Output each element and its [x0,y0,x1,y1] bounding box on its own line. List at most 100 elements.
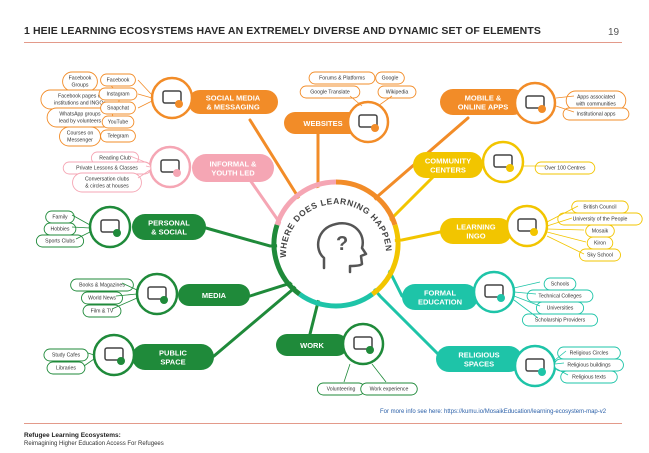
connector-personal [71,214,91,240]
category-pill-social [188,90,278,114]
subitem-websites-1: Google [375,71,405,85]
connector-informal [129,155,151,179]
category-title-public: SPACE [160,358,185,367]
category-title-community: CENTERS [430,166,466,175]
subitem-label: Volunteering [327,387,356,393]
subitem-label: Universities [547,306,574,312]
subitem-formal-0: Schools [543,277,577,291]
subitem-label: Facebook pages of [58,94,103,100]
subitem-label: WhatsApp groups [59,112,101,118]
subitem-informal-1: Private Lessons & Classes [62,161,152,175]
connector-religious [554,350,569,376]
category-title-websites: WEBSITES [303,119,342,128]
subitem-personal-0: Family [45,210,75,224]
subitem-personal-1: Hobbies [43,222,77,236]
subitem-label: Messenger [67,138,93,144]
subitem-religious-2: Religious texts [560,370,618,384]
category-title-personal: PERSONAL [148,219,190,228]
social-apps-icon [150,76,194,120]
subitem-social-3: YouTube [101,115,135,129]
category-title-mobile: ONLINE APPS [458,103,509,112]
category-title-religious: SPACES [464,360,494,369]
subitem-label: Wikipedia [386,90,409,96]
subitem-label: Institutional apps [577,112,616,118]
subitem-religious-1: Religious buildings [554,358,624,372]
subitem-label: institutions and INGOs [54,101,106,107]
category-title-formal: FORMAL [424,289,456,298]
subitem-label: Forums & Platforms [319,76,365,82]
thinking-head-icon: ? [316,222,368,274]
category-media: MEDIA [135,272,250,316]
category-informal: INFORMAL &YOUTH LED [148,145,274,189]
category-websites: WEBSITES [284,100,390,144]
category-title-learning: LEARNING [456,223,495,232]
subitem-label: Religious texts [572,375,606,381]
subitem-work-1: Work experience [360,382,418,396]
subitem-community-0: Over 100 Centres [534,161,596,175]
category-title-public: PUBLIC [159,349,188,358]
category-pill-personal [132,214,206,240]
subitem-label: Private Lessons & Classes [76,166,138,172]
subitem-websites-0: Forums & Platforms [308,71,376,85]
category-title-learning: INGO [466,232,485,241]
subitem-mobile-1: Institutional apps [562,107,630,121]
subitem-label: Technical Colleges [538,294,582,300]
footer-divider [24,423,622,424]
category-pill-mobile [440,89,526,115]
footer-subtitle: Reimagining Higher Education Access For … [24,441,164,447]
media-icon [135,272,179,316]
subitem-label: Books & Magazines [79,283,125,289]
subitem-label: Kiron [594,241,606,247]
subitem-personal-2: Sports Clubs [35,234,85,248]
mobile-app-icon [513,81,557,125]
subitem-label: Film & TV [91,309,114,315]
connector-mobile [555,95,575,113]
connector-public [83,352,95,367]
subitem-label: Telegram [107,134,128,140]
category-title-informal: YOUTH LED [211,169,255,178]
subitem-media-1: World News [81,291,123,305]
subitem-public-1: Libraries [46,361,86,375]
connector-formal [513,281,541,319]
more-info-link[interactable]: For more info see here: https://kumu.io/… [380,409,607,415]
subitem-label: Snapchat [107,106,129,112]
center-ring [271,179,401,309]
informal-learning-icon [148,145,192,189]
subitem-label: Reading Club [99,156,131,162]
connector-websites [349,95,393,107]
subitem-label: Scholarship Providers [535,318,586,324]
subitem-label: Hobbies [50,227,69,233]
category-social: SOCIAL MEDIA& MESSAGING [150,76,278,120]
category-title-formal: EDUCATION [418,298,462,307]
category-pill-community [413,152,483,178]
category-pill-work [276,334,348,356]
category-title-social: & MESSAGING [206,103,260,112]
subitem-media-0: Books & Magazines [70,278,134,292]
subitem-label: Google Translate [310,90,350,96]
subitem-religious-0: Religious Circles [557,346,621,360]
subitem-label: Facebook [107,78,130,84]
connector-social [137,79,153,109]
header-divider [24,42,622,43]
svg-text:?: ? [336,233,348,255]
community-center-icon [481,140,525,184]
footer-title: Refugee Learning Ecosystems: [24,432,121,439]
page-number: 19 [608,27,620,38]
connector-learning [546,205,587,255]
subitem-informal-2: Conversation clubs& circles at houses [72,172,142,193]
subitem-label: Libraries [56,366,76,372]
subitem-learning-2: Mosaik [585,224,615,238]
subitem-label: Sports Clubs [45,239,75,245]
subitem-label: Conversation clubs [85,177,130,183]
subitem-label: British Council [583,205,616,211]
school-icon [472,270,516,314]
subitem-learning-4: Sky School [579,248,621,262]
subitem-label: Apps associated [577,95,615,101]
subitem-formal-1: Technical Colleges [526,289,594,303]
subitem-websites-2: Google Translate [299,85,361,99]
